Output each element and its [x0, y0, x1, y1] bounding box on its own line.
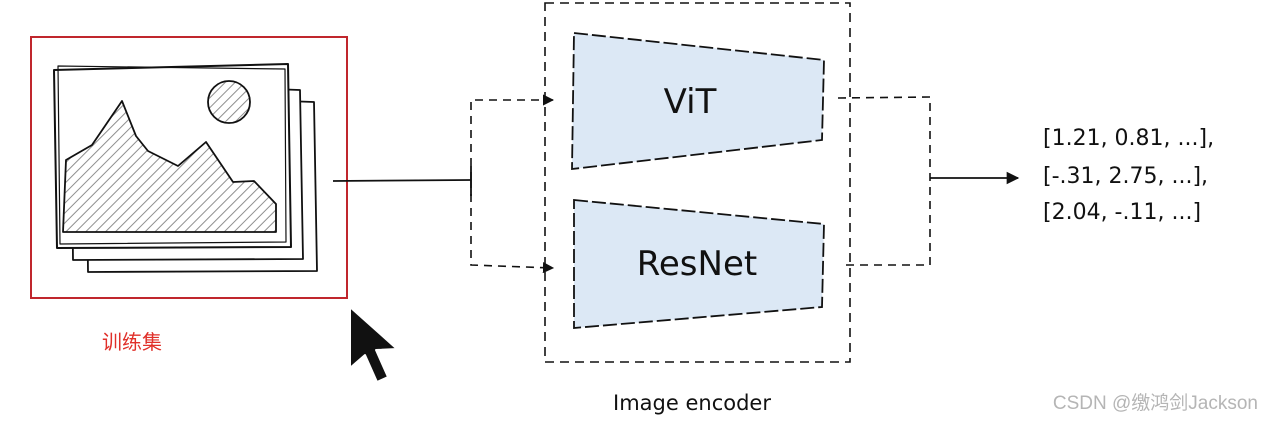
- image-stack-icon: [53, 63, 318, 273]
- training-set-highlight-box: [30, 36, 348, 299]
- image-encoder-caption: Image encoder: [613, 391, 771, 415]
- vit-block: ViT: [571, 31, 825, 171]
- vit-label: ViT: [664, 82, 717, 122]
- output-line: [2.04, -.11, ...]: [1043, 200, 1201, 225]
- input-connector: [332, 94, 555, 274]
- mouse-cursor-icon: [349, 306, 398, 383]
- output-line: [1.21, 0.81, ...],: [1043, 126, 1214, 151]
- output-connector: [837, 96, 1020, 266]
- image-encoder-frame: [544, 2, 851, 363]
- resnet-block: ResNet: [573, 199, 825, 329]
- output-line: [-.31, 2.75, ...],: [1043, 164, 1208, 189]
- output-embeddings: [1.21, 0.81, ...], [-.31, 2.75, ...], [2…: [1043, 126, 1214, 225]
- watermark: CSDN @缴鸿剑Jackson: [1052, 393, 1258, 414]
- training-set-label: 训练集: [102, 330, 162, 354]
- resnet-label: ResNet: [637, 244, 757, 284]
